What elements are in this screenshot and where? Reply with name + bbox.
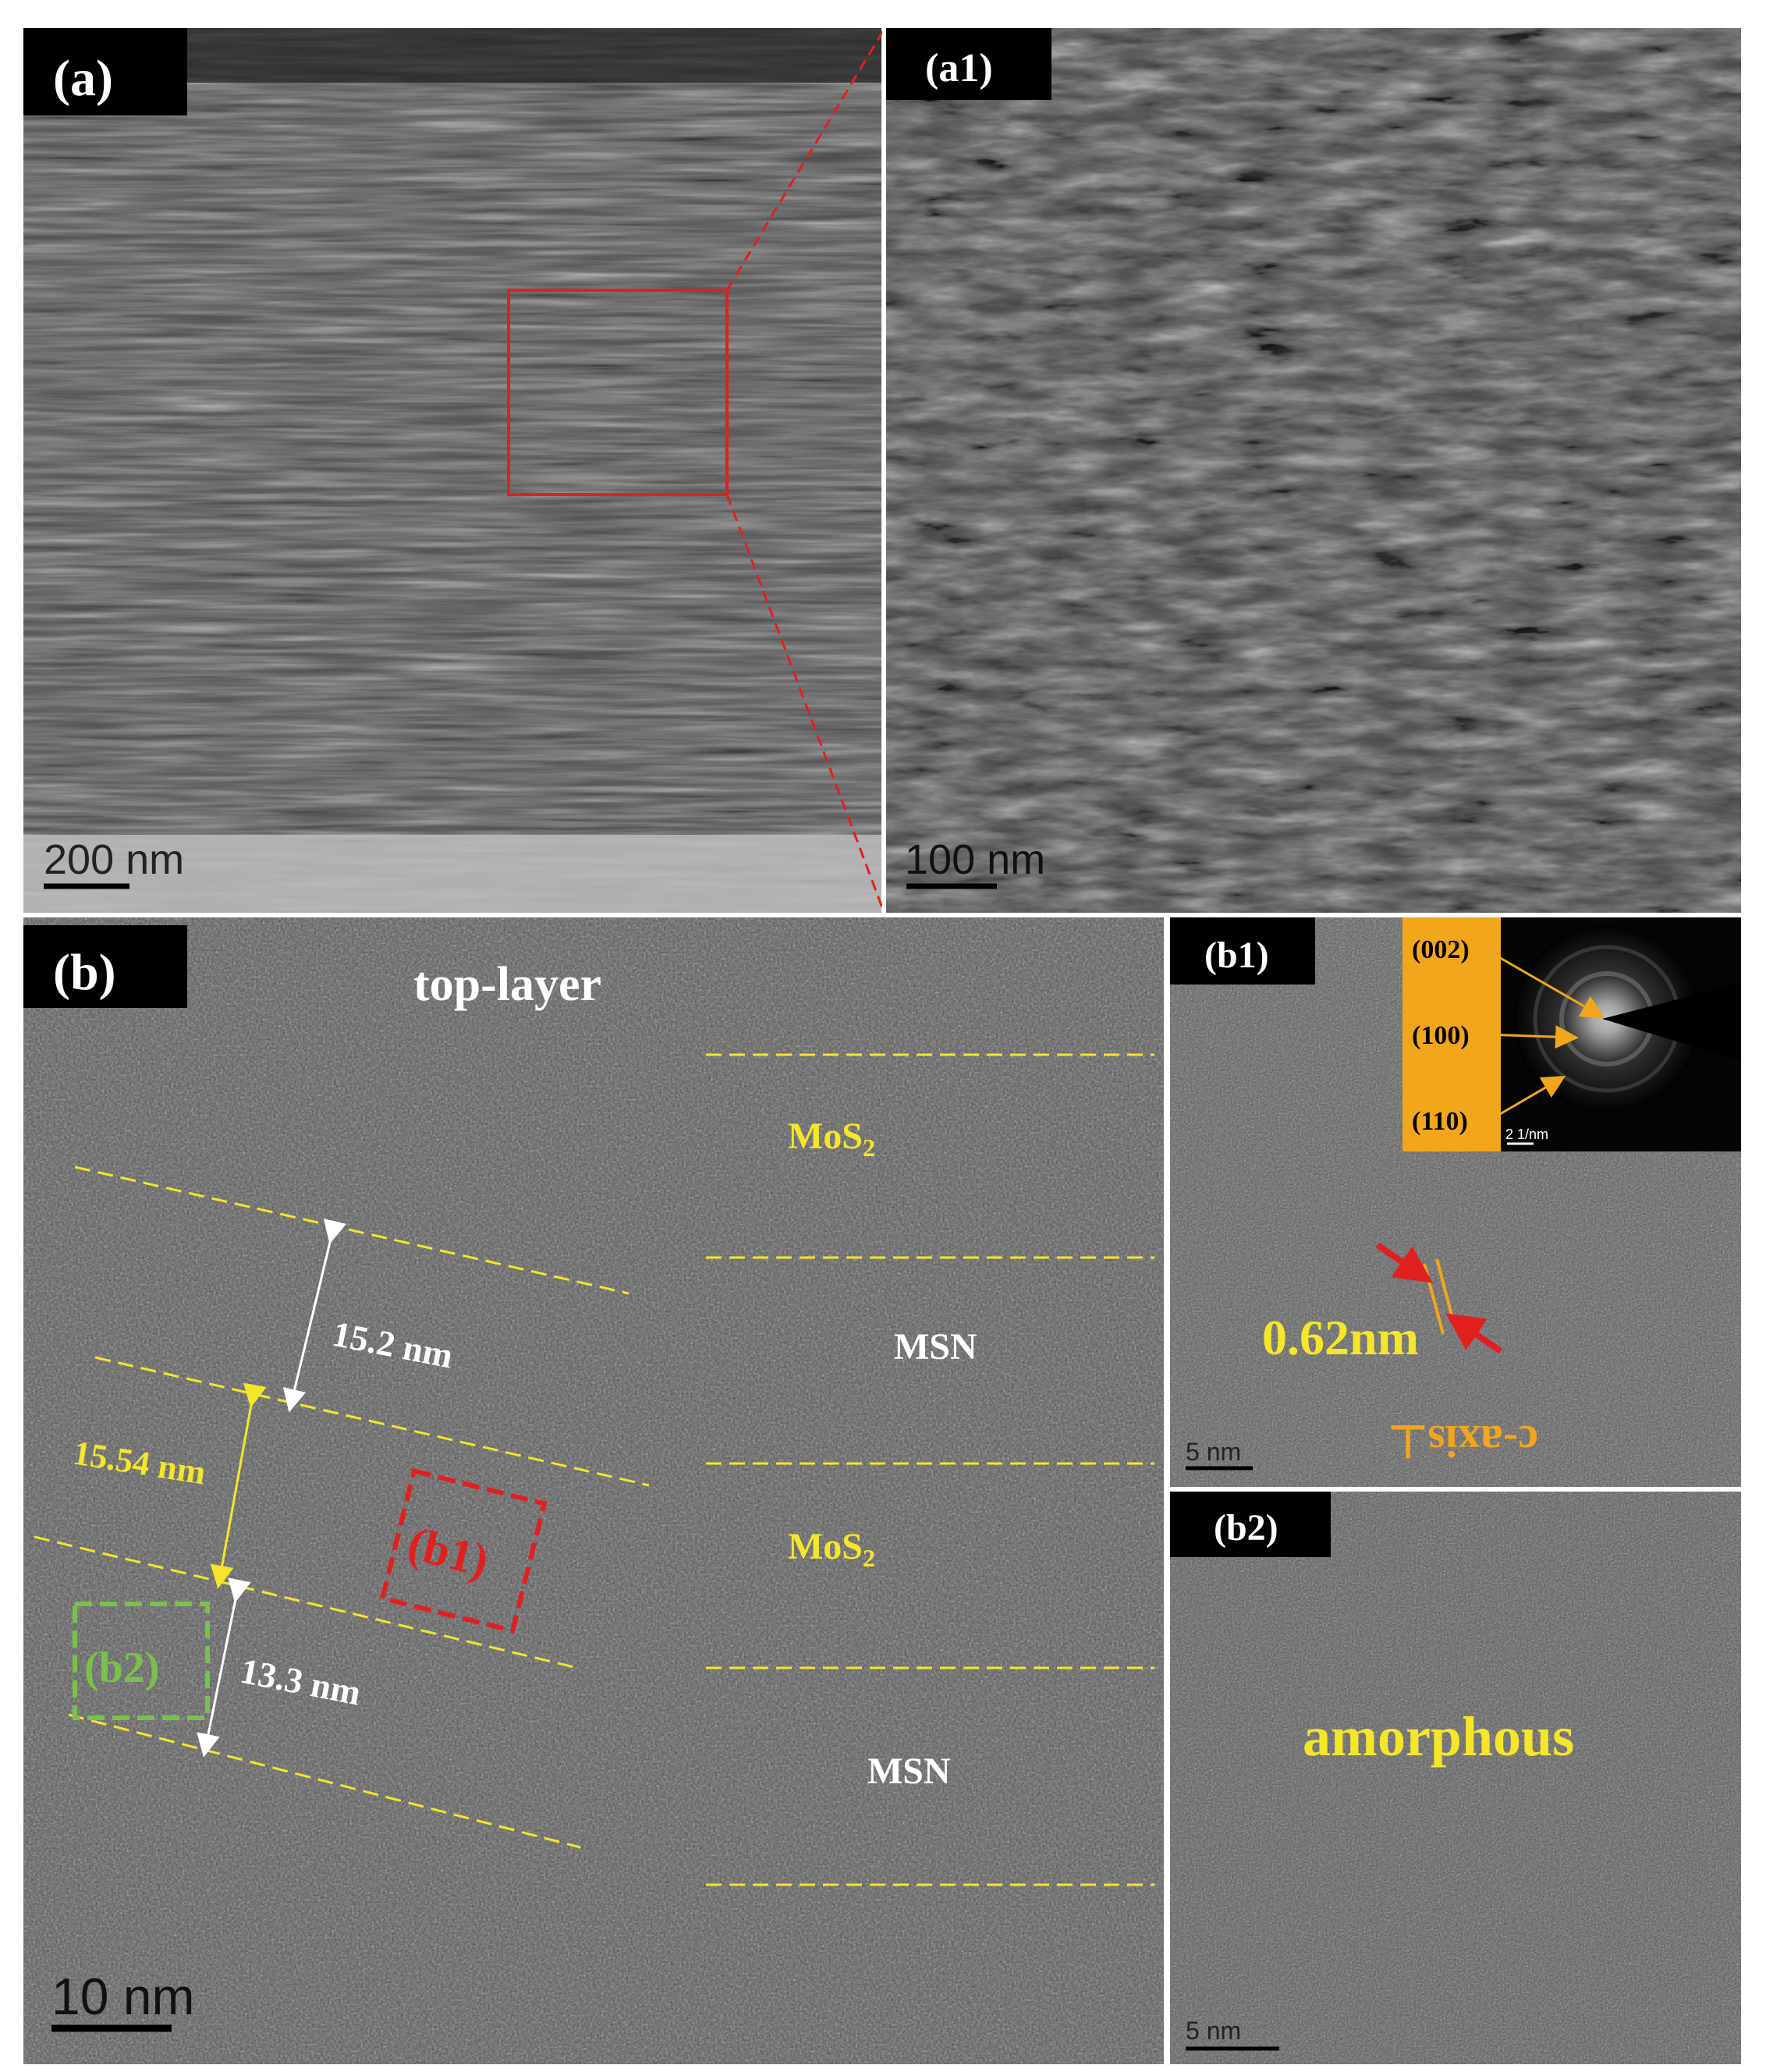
tilted-boundary-4 <box>68 1713 581 1849</box>
saed-ring-100: (100) <box>1412 1021 1470 1050</box>
saed-ring-002: (002) <box>1412 935 1470 964</box>
panel-a1-label: (a1) <box>925 46 993 90</box>
tilted-boundary-2 <box>94 1356 650 1487</box>
scale-label-b1: 5 nm <box>1186 1438 1241 1466</box>
scale-label-a1: 100 nm <box>905 836 1045 883</box>
measure-arrow-3 <box>197 1577 251 1758</box>
panel-b2-label: (b2) <box>1214 1507 1278 1549</box>
c-axis-label: c-axis⊥ <box>1388 1416 1538 1467</box>
panel-b2-image <box>1170 1492 1741 2064</box>
scale-label-a: 200 nm <box>44 836 184 883</box>
lattice-spacing-label: 0.62nm <box>1262 1310 1419 1365</box>
measure-arrow-2 <box>210 1382 267 1589</box>
scale-label-b2: 5 nm <box>1186 2017 1241 2045</box>
region-box-b2: (b2) <box>73 1602 210 1720</box>
saed-ring-110: (110) <box>1412 1107 1468 1136</box>
layer-label-mos2-2: MoS2 <box>788 1526 875 1572</box>
tilted-boundary-1 <box>74 1166 629 1295</box>
panel-a1-image <box>886 28 1741 913</box>
measure-arrow-1 <box>282 1218 347 1413</box>
panel-a-image <box>23 28 881 913</box>
zoom-region-box <box>507 289 729 496</box>
scale-label-b: 10 nm <box>51 1967 194 2025</box>
layer-label-msn-1: MSN <box>894 1326 977 1368</box>
panel-b1-label: (b1) <box>1204 935 1269 976</box>
lattice-spacing-marker <box>1375 1242 1503 1354</box>
top-layer-label: top-layer <box>413 958 601 1011</box>
amorphous-label: amorphous <box>1303 1705 1574 1768</box>
panel-a-label: (a) <box>53 50 113 107</box>
layer-label-mos2-1: MoS2 <box>788 1116 875 1162</box>
layer-label-msn-2: MSN <box>867 1751 951 1792</box>
zoom-line-bottom <box>725 494 885 910</box>
panel-b-label: (b) <box>53 944 116 1001</box>
saed-inset: (002) (100) (110) 2 1/nm <box>1403 917 1741 1151</box>
svg-text:(b2): (b2) <box>84 1644 159 1692</box>
saed-scale: 2 1/nm <box>1505 1126 1548 1142</box>
